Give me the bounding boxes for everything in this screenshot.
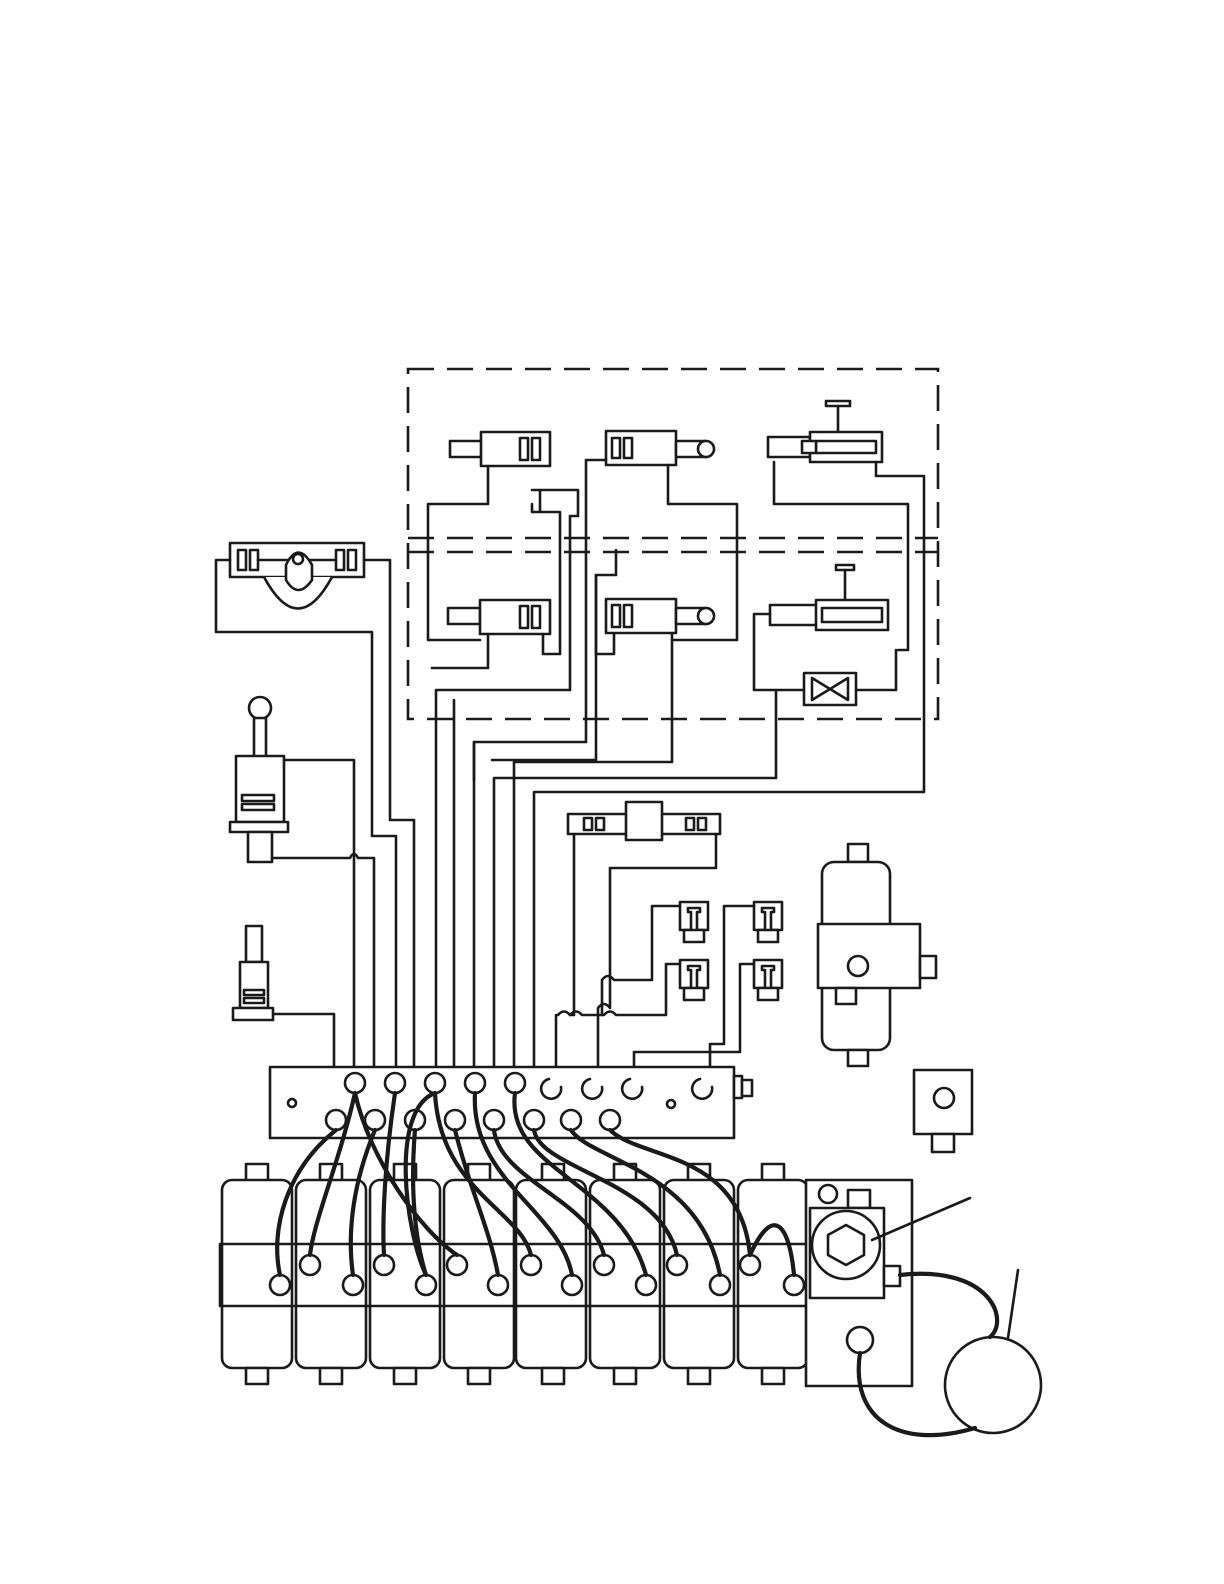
- check-valve-icon: [804, 673, 856, 705]
- stabilizer-lower-right: [770, 565, 888, 630]
- cb-valve-1: [680, 902, 708, 942]
- accumulator: [818, 844, 936, 1066]
- cb-valve-3: [680, 960, 708, 1000]
- cylinder-lower-middle: [606, 599, 714, 633]
- cb-valve-4: [754, 960, 782, 1000]
- cylinder-top-left: [450, 432, 550, 466]
- stabilizer-top-right: [768, 401, 882, 462]
- cylinder-top-middle: [606, 431, 714, 465]
- inlet-block: [806, 1180, 970, 1386]
- solenoid-box: [914, 1070, 972, 1152]
- cylinder-lower-left: [448, 600, 550, 634]
- joystick-valve: [230, 697, 374, 1110]
- manifold-bar: [270, 1067, 752, 1138]
- counterbalance-valves: [570, 902, 782, 1075]
- cb-valve-2: [754, 902, 782, 942]
